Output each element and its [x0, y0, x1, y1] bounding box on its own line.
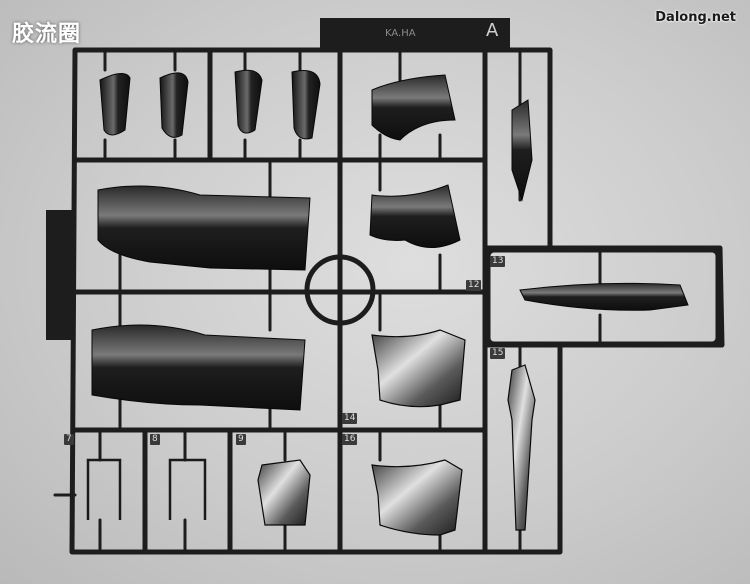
part-number-7: 7 — [64, 434, 74, 445]
watermark-right: Dalong.net — [655, 10, 736, 25]
part-number-16: 16 — [342, 434, 358, 445]
sprue-code: KA.HA — [385, 28, 416, 39]
part-number-8: 8 — [150, 434, 160, 445]
parts-top-right — [369, 74, 533, 248]
parts-large-left — [91, 185, 311, 411]
parts-wire — [86, 458, 207, 520]
part-number-13: 13 — [490, 256, 506, 267]
part-number-12: 12 — [466, 280, 482, 291]
parts-top-left — [99, 69, 321, 140]
sprue-frame — [46, 18, 725, 555]
parts-chrome — [257, 329, 536, 536]
part-long-right — [519, 282, 689, 311]
part-number-9: 9 — [236, 434, 246, 445]
watermark-left: 胶流圈 — [12, 22, 82, 47]
sprue-letter: A — [486, 20, 499, 41]
part-number-15: 15 — [490, 348, 506, 359]
part-number-14: 14 — [342, 413, 358, 424]
